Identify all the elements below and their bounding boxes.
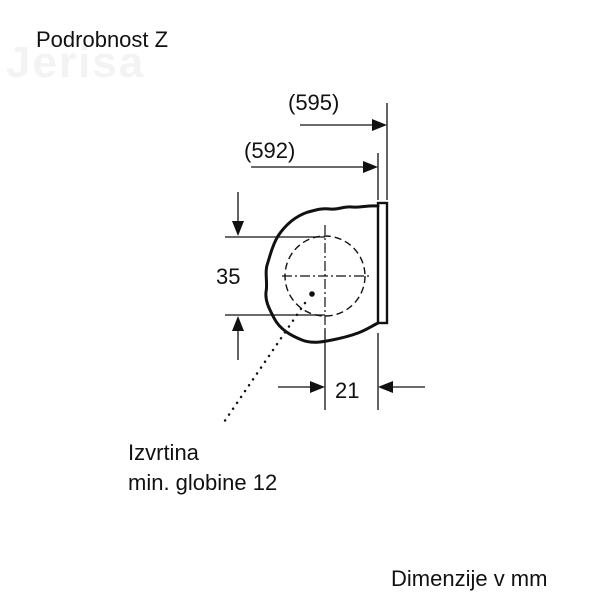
hole-note: Izvrtina min. globine 12	[128, 438, 277, 498]
hole-leader	[220, 291, 315, 427]
extension-lines-top	[377, 103, 388, 200]
dimension-arrow-592	[251, 161, 378, 173]
breakout-outline	[264, 204, 380, 344]
dimension-label-595: (595)	[288, 90, 340, 115]
dimension-label-35: 35	[216, 264, 241, 289]
watermark-logo: Jerisa	[6, 38, 146, 87]
dimension-label-592: (592)	[244, 138, 296, 163]
dimension-arrows-35	[232, 192, 244, 360]
dimension-arrows-21	[278, 381, 425, 393]
hole-note-line2: min. globine 12	[128, 470, 278, 495]
units-label: Dimenzije v mm	[391, 566, 548, 591]
dimension-label-21: 21	[335, 378, 360, 403]
diagram-title: Podrobnost Z	[36, 27, 169, 52]
dimension-arrow-595	[300, 119, 387, 131]
front-panel	[376, 201, 389, 325]
centerlines	[282, 225, 372, 330]
hole-note-line1: Izvrtina	[128, 440, 199, 465]
extension-lines-35	[225, 236, 325, 316]
